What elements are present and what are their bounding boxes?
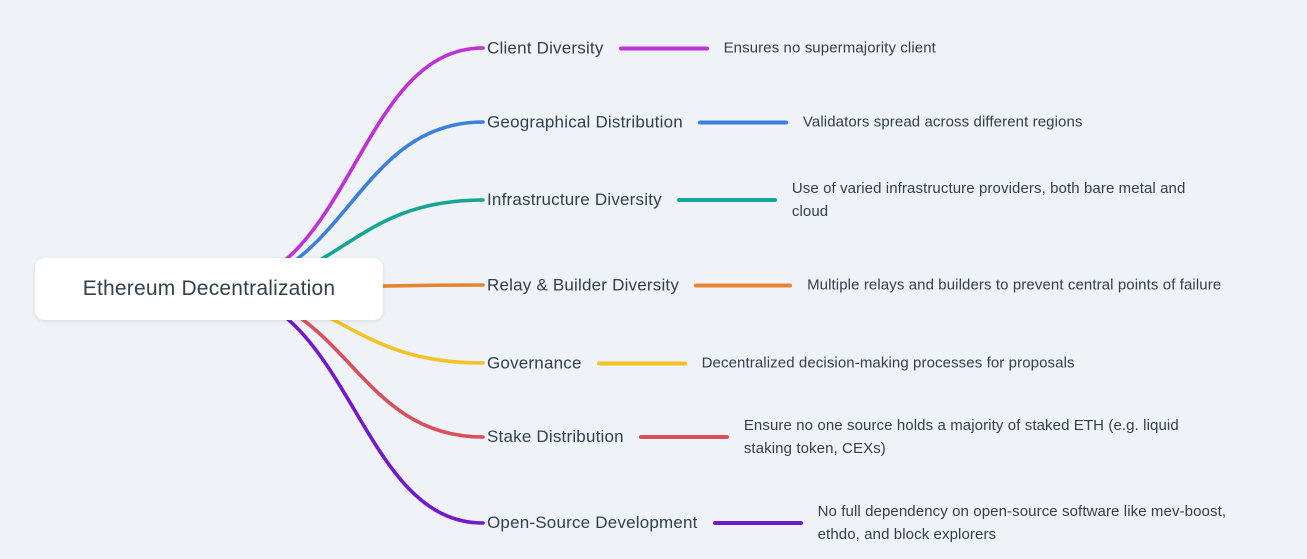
root-node[interactable]: Ethereum Decentralization (35, 258, 383, 320)
branch-label[interactable]: Relay & Builder Diversity (487, 275, 680, 294)
branch-connector-line (697, 120, 788, 124)
branch-label[interactable]: Geographical Distribution (487, 112, 683, 131)
branch-description[interactable]: Ensures no supermajority client (723, 39, 936, 57)
branch-row-stake-distribution: Stake Distribution Ensure no one source … (487, 414, 1204, 460)
branch-description[interactable]: Use of varied infrastructure providers, … (791, 180, 1186, 220)
branch-connector-line (712, 521, 803, 525)
branch-label[interactable]: Governance (487, 353, 582, 372)
branch-row-client-diversity: Client Diversity Ensures no supermajorit… (487, 37, 936, 60)
branch-description[interactable]: Validators spread across different regio… (802, 113, 1083, 131)
branch-row-infrastructure-diversity: Infrastructure Diversity Use of varied i… (487, 177, 1212, 223)
branch-description[interactable]: Ensure no one source holds a majority of… (743, 417, 1179, 457)
branch-description[interactable]: Multiple relays and builders to prevent … (807, 276, 1222, 294)
branch-label[interactable]: Client Diversity (487, 38, 604, 57)
branch-connector-line (596, 361, 687, 365)
branch-label[interactable]: Open-Source Development (487, 513, 698, 532)
branch-curve-client-diversity (208, 46, 485, 291)
branch-description[interactable]: Decentralized decision-making processes … (701, 354, 1075, 372)
branch-curve-open-source-development (208, 287, 485, 525)
branch-label[interactable]: Infrastructure Diversity (487, 190, 662, 209)
branch-row-open-source-development: Open-Source Development No full dependen… (487, 500, 1238, 546)
branch-connector-line (638, 435, 729, 439)
branch-label[interactable]: Stake Distribution (487, 427, 624, 446)
root-node-label: Ethereum Decentralization (82, 277, 336, 300)
branch-connector-line (676, 198, 777, 202)
branch-description[interactable]: No full dependency on open-source softwa… (817, 503, 1227, 543)
branch-connector-line (618, 46, 709, 50)
branch-row-governance: Governance Decentralized decision-making… (487, 352, 1075, 375)
branch-connector-line (694, 283, 793, 287)
branch-row-relay-builder-diversity: Relay & Builder Diversity Multiple relay… (487, 274, 1221, 297)
branch-row-geographical-distribution: Geographical Distribution Validators spr… (487, 111, 1083, 134)
